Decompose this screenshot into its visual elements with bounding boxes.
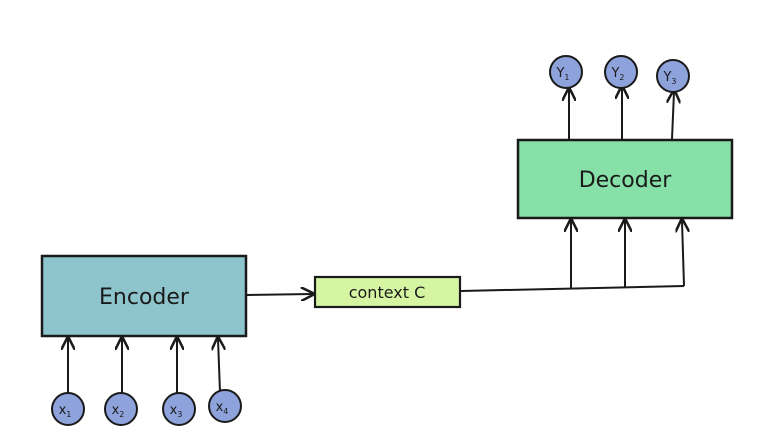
context-block: context C [313, 275, 462, 309]
input-node-label: x3 [170, 403, 183, 419]
decoder-block: Decoder [516, 138, 734, 220]
encoder-label: Encoder [99, 285, 190, 310]
input-node-circle [208, 389, 242, 423]
encoder-box [40, 254, 248, 338]
output-node-circle [656, 59, 690, 93]
input-node-label: x1 [59, 403, 72, 419]
encoder-input-arrows [68, 339, 220, 394]
input-node-x4: x4 [208, 389, 242, 423]
output-arrow-y3 [672, 92, 674, 140]
context-output-line [460, 285, 685, 292]
decoder-label: Decoder [579, 168, 673, 193]
output-node-circle [604, 55, 638, 89]
output-node-y2: Y2 [604, 55, 638, 89]
context-to-decoder-wires [460, 221, 685, 292]
input-node-circle [104, 392, 138, 426]
output-node-label: Y2 [610, 66, 624, 82]
input-arrow-x4 [218, 339, 220, 393]
input-node-label: x2 [112, 403, 125, 419]
input-nodes: x1 x2 x3 x4 [51, 389, 242, 426]
decoder-input-arrow-3 [682, 221, 684, 287]
input-node-label: x4 [216, 400, 229, 416]
output-node-label: Y1 [555, 66, 569, 82]
input-node-circle [162, 392, 196, 426]
encoder-to-context-arrow [246, 294, 312, 295]
output-node-label: Y3 [662, 70, 676, 86]
output-nodes: Y1 Y2 Y3 [549, 55, 690, 93]
output-node-y3: Y3 [656, 59, 690, 93]
decoder-output-arrows [569, 88, 674, 140]
input-node-circle [51, 392, 85, 426]
context-label: context C [349, 283, 426, 302]
input-node-x1: x1 [51, 392, 85, 426]
input-node-x3: x3 [162, 392, 196, 426]
context-box [313, 275, 462, 309]
output-node-y1: Y1 [549, 55, 583, 89]
input-node-x2: x2 [104, 392, 138, 426]
decoder-box [516, 138, 734, 220]
encoder-block: Encoder [40, 254, 248, 338]
output-node-circle [549, 55, 583, 89]
